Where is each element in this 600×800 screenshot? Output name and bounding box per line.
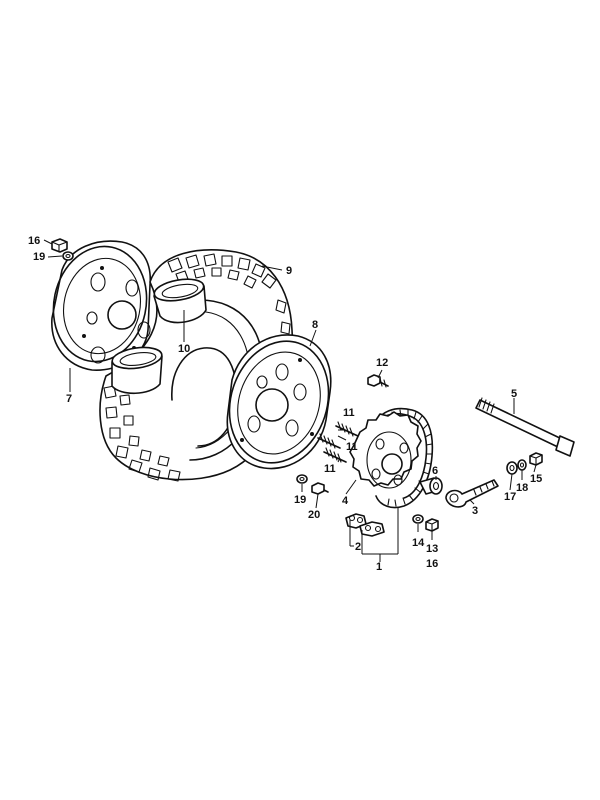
- outer-rim-half: [51, 240, 151, 371]
- axle-nut-washers: [506, 452, 543, 475]
- callout-13: 13: [426, 543, 438, 555]
- callout-12: 12: [376, 357, 388, 369]
- callout-11-c: 11: [324, 463, 336, 475]
- callout-7: 7: [66, 393, 72, 405]
- callout-19-a: 19: [33, 251, 45, 263]
- callout-18: 18: [516, 482, 528, 494]
- callout-15: 15: [530, 473, 542, 485]
- callout-17: 17: [504, 491, 516, 503]
- sprocket-nut-washer: [412, 514, 439, 532]
- callout-2: 2: [355, 541, 361, 553]
- callout-9: 9: [286, 265, 292, 277]
- inner-rim-half: [226, 334, 332, 470]
- callout-20: 20: [308, 509, 320, 521]
- callout-4: 4: [342, 495, 349, 507]
- callout-5: 5: [511, 388, 517, 400]
- chain-adjuster: [445, 479, 499, 508]
- leader-lines: [43, 239, 537, 562]
- callout-3: 3: [472, 505, 478, 517]
- nut-and-washer-top-left: [51, 238, 74, 261]
- callout-11-b: 11: [346, 441, 358, 453]
- callout-11-a: 11: [343, 407, 355, 419]
- tube-flap-top: [153, 278, 207, 324]
- axle-collar: [419, 477, 443, 495]
- callout-14: 14: [412, 537, 425, 549]
- sprocket: [349, 411, 422, 489]
- callout-labels: 1 2 3 4 5 6 7 8 9 10 11 11 11 12 13 14 1…: [28, 235, 542, 573]
- callout-16-b: 16: [426, 558, 438, 570]
- master-link: [345, 513, 385, 537]
- sprocket-studs: [317, 421, 359, 463]
- callout-8: 8: [312, 319, 318, 331]
- bolt-12: [367, 374, 389, 388]
- callout-19-b: 19: [294, 494, 306, 506]
- bolt-20-washer-19: [296, 474, 329, 495]
- axle: [475, 397, 575, 457]
- callout-1: 1: [376, 561, 382, 573]
- callout-6: 6: [432, 465, 438, 477]
- callout-10: 10: [178, 343, 190, 355]
- tube-flap-bottom: [111, 346, 163, 395]
- callout-16-a: 16: [28, 235, 40, 247]
